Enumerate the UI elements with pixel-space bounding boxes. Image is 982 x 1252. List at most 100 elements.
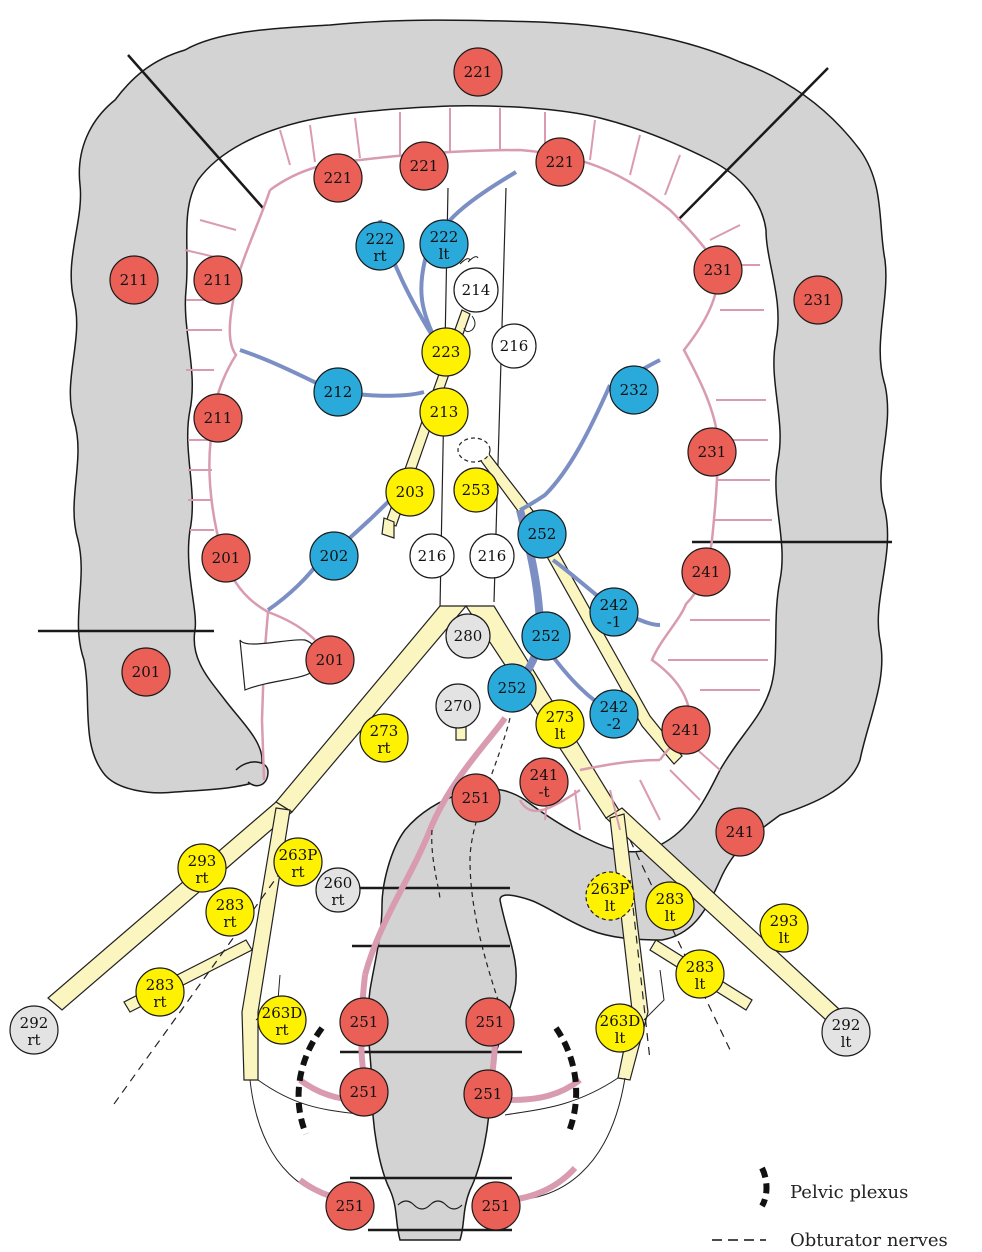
lymph-node-number: 292 <box>832 1016 861 1034</box>
pelvic-plexus-legend-icon <box>762 1168 767 1206</box>
lymph-node-number: 251 <box>350 1013 379 1031</box>
legend: Pelvic plexus Obturator nerves <box>712 1168 948 1251</box>
pelvic-plexus-left <box>556 1028 576 1134</box>
lymph-node-side: lt <box>555 725 566 743</box>
lymph-node-number: 273 <box>546 708 575 726</box>
lymph-node-number: 251 <box>462 789 491 807</box>
lymph-node-216: 216 <box>492 324 536 368</box>
lymph-node-number: 211 <box>204 409 233 427</box>
lymph-node-side: -2 <box>607 715 622 733</box>
lymph-node-280: 280 <box>446 614 490 658</box>
lymph-node-231: 231 <box>694 246 742 294</box>
lymph-node-side: rt <box>331 891 344 909</box>
lymph-node-number: 223 <box>432 343 461 361</box>
lymph-node-number: 283 <box>146 976 175 994</box>
lymph-node-number: 202 <box>320 547 349 565</box>
lymph-node-side: -t <box>538 783 549 801</box>
lymph-node-241-t: 241-t <box>520 758 568 806</box>
pelvic-plexus-right <box>299 1028 322 1134</box>
lymph-node-251: 251 <box>472 1182 520 1230</box>
lymph-node-273-rt: 273rt <box>360 714 408 762</box>
lymph-node-251: 251 <box>326 1182 374 1230</box>
lymph-node-number: 211 <box>204 271 233 289</box>
lymph-node-number: 241 <box>530 766 559 784</box>
lymph-node-201: 201 <box>122 648 170 696</box>
lymph-node-side: lt <box>841 1033 852 1051</box>
lymph-node-251: 251 <box>464 1070 512 1118</box>
lymph-node-221: 221 <box>314 154 362 202</box>
lymph-node-number: 292 <box>20 1014 49 1032</box>
lymph-node-number: 280 <box>454 627 483 645</box>
lymph-node-number: 201 <box>212 549 241 567</box>
lymph-node-number: 251 <box>476 1013 505 1031</box>
lymph-node-253: 253 <box>454 468 498 512</box>
lymph-node-number: 203 <box>396 483 425 501</box>
lymph-node-number: 216 <box>418 547 447 565</box>
lymph-node-number: 283 <box>686 958 715 976</box>
lymph-node-202: 202 <box>310 532 358 580</box>
lymph-node-side: rt <box>373 247 386 265</box>
lymph-node-263P-rt: 263Prt <box>274 838 322 886</box>
lymph-node-252: 252 <box>522 612 570 660</box>
lymph-node-side: -1 <box>607 613 622 631</box>
lymph-node-242-1: 242-1 <box>590 588 638 636</box>
lymph-node-number: 293 <box>770 912 799 930</box>
pelvic-plexus-legend-label: Pelvic plexus <box>790 1182 908 1203</box>
artery-stub-1 <box>382 518 394 538</box>
lymph-node-211: 211 <box>110 256 158 304</box>
lymph-node-number: 213 <box>430 403 459 421</box>
lymph-node-231: 231 <box>794 276 842 324</box>
lymph-node-number: 216 <box>500 337 529 355</box>
lymph-node-number: 231 <box>804 291 833 309</box>
lymph-node-241: 241 <box>716 808 764 856</box>
lymph-node-201: 201 <box>202 534 250 582</box>
lymph-node-number: 252 <box>498 679 527 697</box>
lymph-node-number: 242 <box>600 596 629 614</box>
lymph-node-number: 222 <box>430 228 459 246</box>
lymph-node-number: 273 <box>370 722 399 740</box>
lymph-node-side: lt <box>605 897 616 915</box>
lymph-node-number: 252 <box>532 627 561 645</box>
lymph-node-number: 211 <box>120 271 149 289</box>
lymph-node-number: 222 <box>366 230 395 248</box>
lymph-node-293-rt: 293rt <box>178 844 226 892</box>
lymph-node-223: 223 <box>422 328 470 376</box>
lymph-node-213: 213 <box>420 388 468 436</box>
lymph-node-number: 293 <box>188 852 217 870</box>
lymph-node-212: 212 <box>314 368 362 416</box>
lymph-node-216: 216 <box>410 534 454 578</box>
lymph-node-251: 251 <box>340 1068 388 1116</box>
lymph-node-number: 260 <box>324 874 353 892</box>
lymph-node-221: 221 <box>400 142 448 190</box>
lymph-node-side: lt <box>439 245 450 263</box>
lymph-node-side: rt <box>153 993 166 1011</box>
lymph-node-252: 252 <box>488 664 536 712</box>
lymph-node-270: 270 <box>436 684 480 728</box>
lymph-node-number: 251 <box>350 1083 379 1101</box>
lymph-node-number: 221 <box>464 63 493 81</box>
lymph-node-number: 251 <box>474 1085 503 1103</box>
lymph-node-252: 252 <box>518 510 566 558</box>
lymph-node-number: 231 <box>704 261 733 279</box>
lymph-node-221: 221 <box>454 48 502 96</box>
lymph-node-251: 251 <box>452 774 500 822</box>
lymph-node-260-rt: 260rt <box>316 868 360 912</box>
lymph-node-221: 221 <box>536 138 584 186</box>
obturator-nerves-legend-label: Obturator nerves <box>790 1230 948 1251</box>
lymph-node-211: 211 <box>194 394 242 442</box>
lymph-node-number: 241 <box>726 823 755 841</box>
lymph-node-number: 231 <box>698 443 727 461</box>
lymph-node-number: 216 <box>478 547 507 565</box>
lymph-node-number: 241 <box>672 721 701 739</box>
lymph-node-number: 241 <box>692 563 721 581</box>
lymph-node-214: 214 <box>454 268 498 312</box>
lymph-node-number: 251 <box>482 1197 511 1215</box>
lymph-node-251: 251 <box>340 998 388 1046</box>
lymph-node-283-rt: 283rt <box>206 888 254 936</box>
